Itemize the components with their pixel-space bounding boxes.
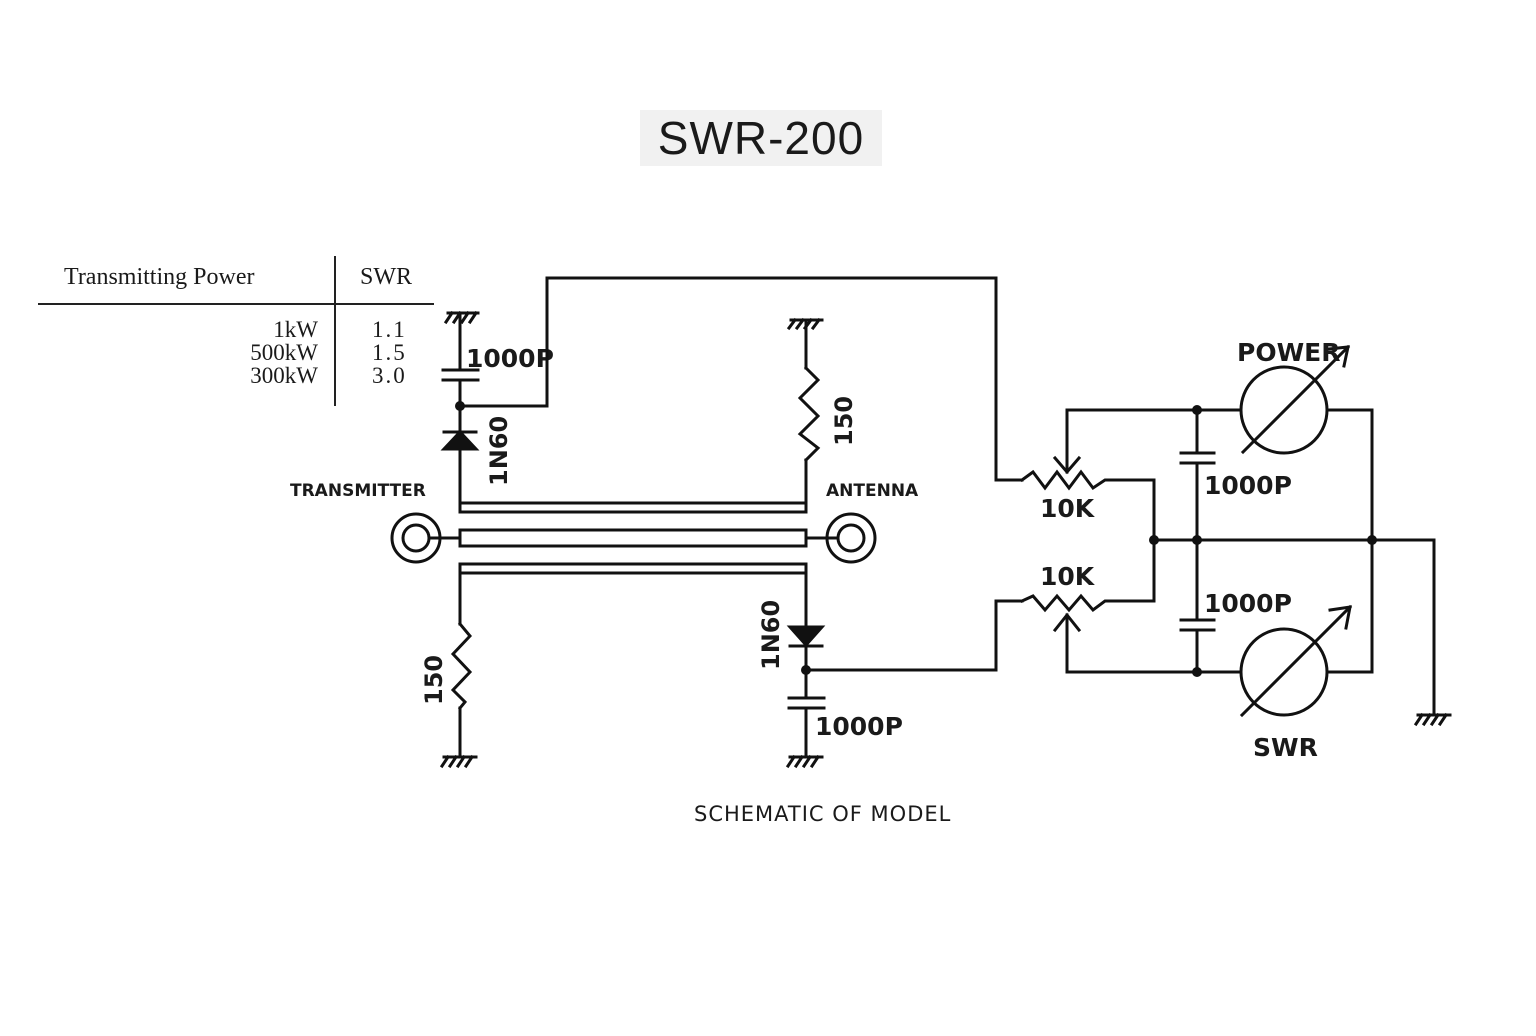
ground-symbol-bottom-left [439,754,478,769]
label-cap-meter-top: 1000P [1204,471,1292,500]
power-column: 1kW 500kW 300kW [118,318,318,387]
table-header-divider [38,303,434,305]
diagram-caption: SCHEMATIC OF MODEL [694,802,952,826]
diode-bottom [786,625,826,648]
label-antenna: ANTENNA [826,481,919,501]
potentiometer-bottom [1020,536,1156,613]
label-diode-bottom: 1N60 [757,600,785,670]
diode-top [440,429,480,451]
resistor-top [797,365,821,463]
label-res-bottom: 150 [420,655,448,705]
table-cell-swr: 1.1 [372,317,407,342]
header-transmitting-power: Transmitting Power [64,264,255,290]
page-title: SWR-200 [657,112,865,164]
pot-wiper-top [1052,408,1198,475]
transmitter-connector [390,512,462,564]
label-res-top: 150 [830,396,858,446]
potentiometer-top [1019,469,1156,540]
wire [1325,408,1374,674]
table-cell-power: 300kW [250,363,318,388]
title-box: SWR-200 [640,110,882,166]
wire-to-top-pot [458,276,1024,482]
spec-table: Transmitting Power SWR 1kW 500kW 300kW 1… [38,256,438,406]
ground-symbol-top-left [443,310,480,325]
table-cell-power: 500kW [250,340,318,365]
pot-wiper-bottom [1052,612,1198,674]
resistor-bottom [450,621,473,711]
header-swr: SWR [360,264,413,290]
label-cap-meter-bottom: 1000P [1204,589,1292,618]
label-meter-swr: SWR [1253,733,1318,762]
swr-column: 1.1 1.5 3.0 [372,318,432,387]
label-pot-bottom: 10K [1040,562,1096,591]
label-meter-power: POWER [1237,338,1340,367]
table-cell-swr: 3.0 [372,363,407,388]
ground-symbol-right [1413,712,1452,727]
label-cap-bottom: 1000P [815,712,903,741]
label-cap-top-left: 1000P [466,344,554,373]
coupler-main-line [458,528,808,548]
coupler-line-top [458,501,808,514]
coupler-line-bottom [458,562,808,575]
table-cell-power: 1kW [273,317,318,342]
table-cell-swr: 1.5 [372,340,407,365]
junction-dot [1149,535,1159,545]
swr-meter-icon [1239,604,1353,718]
wire-to-bottom-pot [804,599,1024,672]
ground-symbol-bottom-right [785,754,824,769]
table-column-divider [334,256,336,406]
antenna-connector [804,512,877,564]
label-transmitter: TRANSMITTER [290,481,426,501]
common-bus [1152,538,1436,717]
label-pot-top: 10K [1040,494,1096,523]
label-diode-top: 1N60 [485,416,513,486]
